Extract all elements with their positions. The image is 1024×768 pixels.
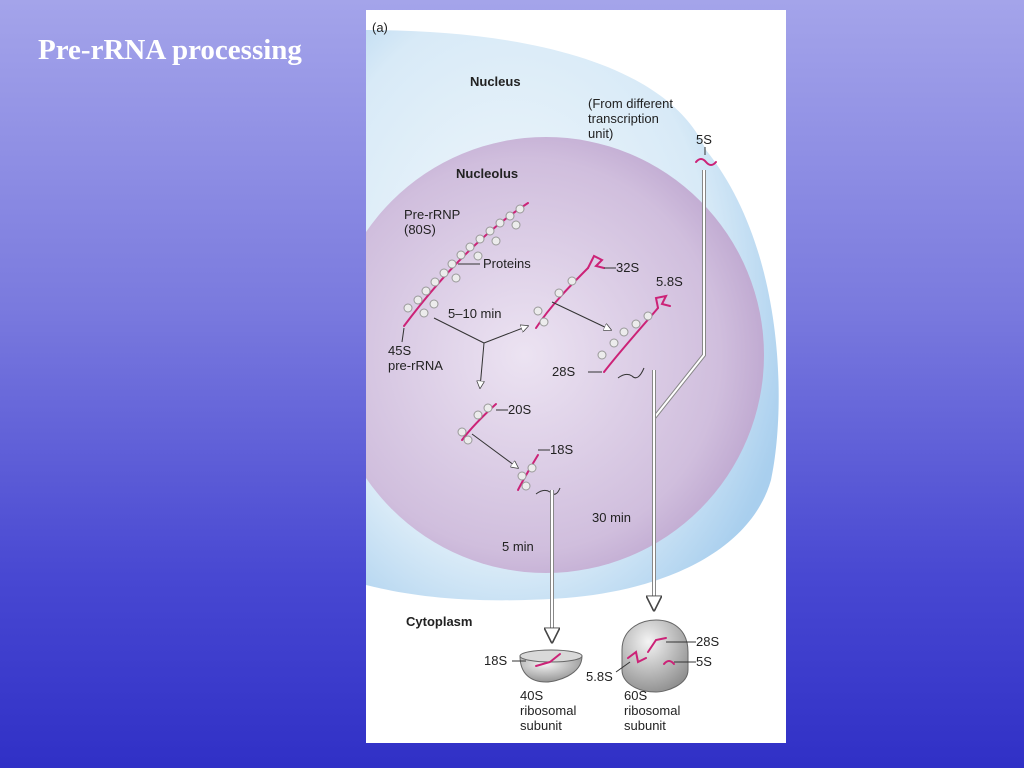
leader-5-8s-small [615, 661, 631, 673]
nucleolus-region [366, 137, 764, 573]
label-18s-small: 18S [484, 653, 507, 668]
arrow-to-32s [483, 326, 528, 344]
rrna-processing-diagram: (a) Nucleus Nucleolus Cytoplasm (From di… [366, 20, 779, 733]
protein-beads-28s [597, 311, 653, 360]
label-5s-large: 5S [696, 654, 712, 669]
arrow-to-18s [471, 433, 518, 468]
rna-32s-hairpin [587, 254, 605, 269]
subunit-60s-shape [621, 619, 689, 693]
rna-28s-strand [603, 307, 659, 373]
subunit-40s-label-2: ribosomal [520, 703, 576, 718]
label-28s-large: 28S [696, 634, 719, 649]
arrow-to-28s [551, 301, 611, 330]
subunit-60s-label-2: ribosomal [624, 703, 680, 718]
protein-beads-20s [457, 403, 493, 445]
label-20s: 20S [508, 402, 531, 417]
slide-title: Pre-rRNA processing [38, 34, 302, 66]
branch-line [433, 317, 485, 344]
label-28s: 28S [552, 364, 575, 379]
rna-5s-strand [695, 158, 717, 166]
protein-beads-32s [533, 276, 577, 327]
subunit-60s-label-3: subunit [624, 718, 666, 733]
pre-rrnp-label-2: (80S) [404, 222, 436, 237]
pre-rrnp-label-1: Pre-rRNP [404, 207, 460, 222]
brace-28s [617, 367, 645, 379]
rna-18s-in-40s [535, 653, 561, 667]
nucleolus-label: Nucleolus [456, 166, 518, 181]
nucleus-label: Nucleus [470, 74, 521, 89]
label-5-8s-small: 5.8S [586, 669, 613, 684]
protein-beads-45s [403, 204, 525, 318]
arrow-to-20s [480, 342, 484, 388]
rna-20s-strand [461, 403, 497, 441]
figure-panel: (a) Nucleus Nucleolus Cytoplasm (From di… [366, 10, 786, 743]
rna-58s-fragment [654, 294, 671, 309]
label-5s-source: 5S [696, 132, 712, 147]
subunit-40s-label-1: 40S [520, 688, 543, 703]
timing-label-5-min: 5 min [502, 539, 534, 554]
subunit-60s-label-1: 60S [624, 688, 647, 703]
pre-rrna-45s-label-2: pre-rRNA [388, 358, 443, 373]
label-5-8s: 5.8S [656, 274, 683, 289]
label-18s: 18S [550, 442, 573, 457]
rna-58s-in-60s [627, 650, 647, 664]
leader-45s [401, 327, 405, 343]
different-unit-label-3: unit) [588, 126, 613, 141]
different-unit-label-2: transcription [588, 111, 659, 126]
rna-18s-strand [517, 454, 539, 491]
proteins-label: Proteins [483, 256, 531, 271]
rna-28s-in-60s [647, 637, 667, 653]
cytoplasm-label: Cytoplasm [406, 614, 472, 629]
timing-label-30-min: 30 min [592, 510, 631, 525]
subunit-40s-label-3: subunit [520, 718, 562, 733]
different-unit-label-1: (From different [588, 96, 673, 111]
protein-beads-18s [517, 463, 537, 491]
pre-rrna-45s-label-1: 45S [388, 343, 411, 358]
panel-label: (a) [372, 20, 388, 35]
rna-5s-in-60s [663, 660, 675, 665]
label-32s: 32S [616, 260, 639, 275]
subunit-40s-shape [519, 655, 583, 683]
transport-arrow-5s [654, 170, 705, 610]
timing-label-5-10-min: 5–10 min [448, 306, 501, 321]
